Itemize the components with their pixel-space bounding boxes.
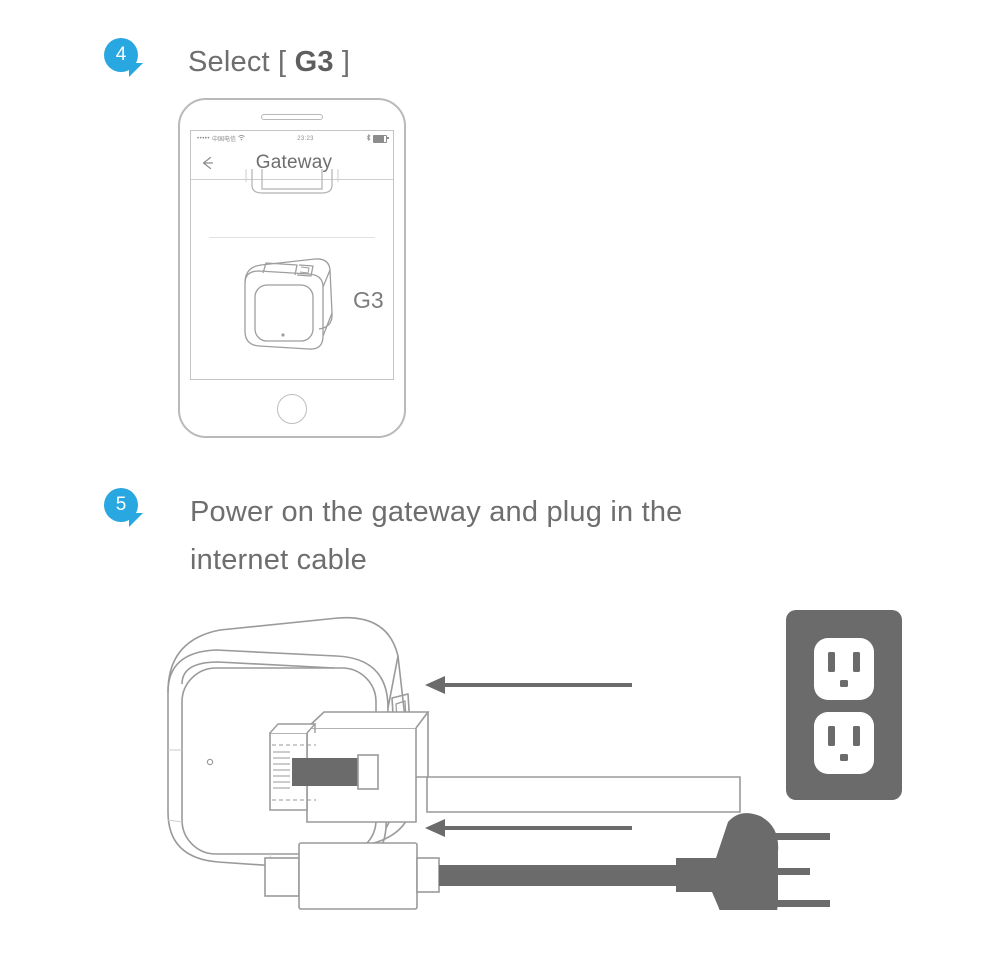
page-title: Gateway bbox=[255, 151, 333, 173]
wifi-icon bbox=[238, 134, 245, 143]
status-bar-left: ••••• 中国电信 bbox=[197, 134, 245, 143]
bluetooth-icon bbox=[366, 134, 371, 143]
step-4-text-emphasis: G3 bbox=[294, 46, 334, 78]
phone-mockup: ••••• 中国电信 23:23 Gatew bbox=[178, 98, 406, 438]
phone-speaker-grille bbox=[261, 114, 323, 120]
badge-tail-icon bbox=[129, 63, 143, 77]
wiring-diagram bbox=[120, 600, 920, 910]
rj45-ethernet-connector bbox=[269, 711, 741, 823]
home-button[interactable] bbox=[277, 394, 307, 424]
status-bar-time: 23:23 bbox=[297, 135, 314, 142]
signal-dots-icon: ••••• bbox=[197, 135, 211, 142]
duplex-wall-outlet bbox=[786, 610, 902, 800]
step-4-number: 4 bbox=[104, 38, 138, 72]
step-5: 5 Power on the gateway and plug in the i… bbox=[104, 488, 682, 584]
status-bar-right bbox=[366, 134, 389, 143]
status-bar: ••••• 中国电信 23:23 bbox=[191, 131, 393, 146]
arrow-left-power bbox=[425, 819, 632, 837]
step-5-line-1: Power on the gateway and plug in the bbox=[190, 496, 683, 528]
arrow-left-ethernet bbox=[425, 676, 632, 694]
step-5-text: Power on the gateway and plug in the int… bbox=[190, 488, 682, 584]
step-4-text-suffix: ] bbox=[333, 46, 351, 78]
device-name-label: G3 bbox=[353, 287, 384, 313]
device-list-item[interactable]: G3 bbox=[191, 249, 393, 359]
step-4: 4 Select [ G3 ] bbox=[104, 38, 350, 86]
usb-power-connector bbox=[264, 842, 440, 910]
list-divider bbox=[209, 237, 375, 238]
ac-power-plug bbox=[676, 813, 830, 910]
step-5-badge: 5 bbox=[104, 488, 148, 532]
step-4-badge: 4 bbox=[104, 38, 148, 82]
step-4-text-prefix: Select [ bbox=[188, 46, 295, 78]
power-cable bbox=[439, 865, 676, 886]
arrow-left-icon[interactable] bbox=[199, 154, 217, 172]
step-4-text: Select [ G3 ] bbox=[188, 38, 350, 86]
peek-device-icon bbox=[244, 169, 340, 195]
step-5-line-2: internet cable bbox=[190, 544, 367, 576]
phone-screen: ••••• 中国电信 23:23 Gatew bbox=[190, 130, 394, 380]
gateway-device-icon bbox=[233, 253, 345, 357]
phone-navbar: Gateway bbox=[191, 146, 393, 180]
battery-icon bbox=[372, 134, 389, 143]
badge-tail-icon bbox=[129, 513, 143, 527]
carrier-label: 中国电信 bbox=[212, 137, 237, 143]
